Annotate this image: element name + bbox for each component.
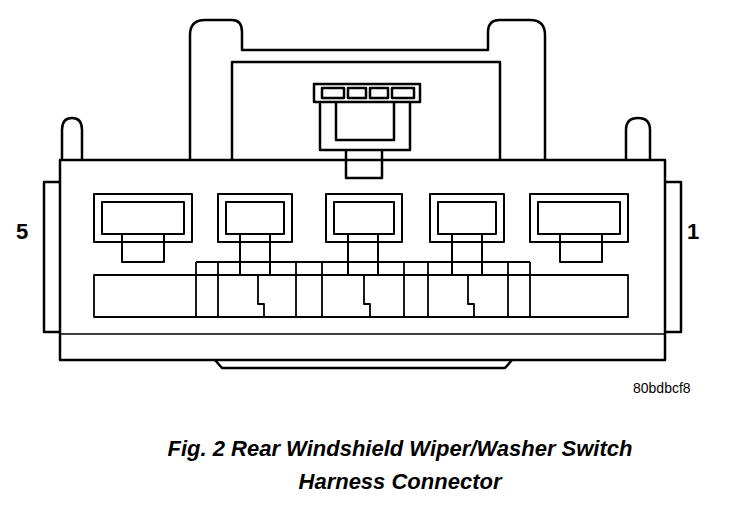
figure-code: 80bdbcf8 bbox=[633, 380, 691, 396]
figure-caption: Fig. 2 Rear Windshield Wiper/Washer Swit… bbox=[130, 432, 670, 498]
pin-number: 1 bbox=[687, 219, 699, 245]
pin-number: 5 bbox=[16, 219, 28, 245]
